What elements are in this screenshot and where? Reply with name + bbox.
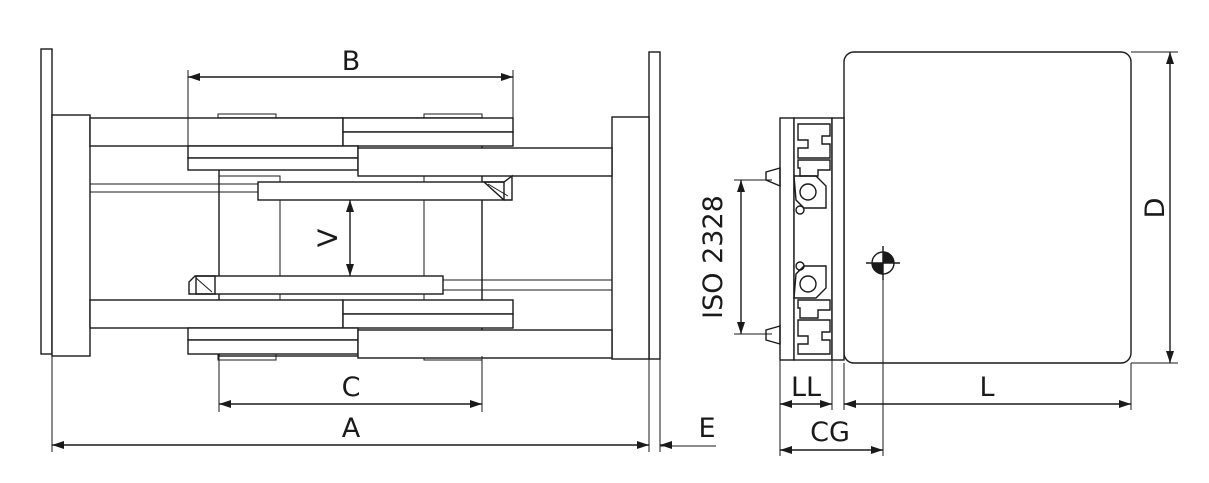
label-b: B	[342, 46, 361, 77]
side-view: D ISO 2328 LL L CG	[698, 51, 1178, 456]
upper-guide-bar	[257, 181, 505, 201]
left-end-plate	[40, 48, 53, 355]
label-d: D	[1140, 198, 1171, 219]
right-end-plate	[648, 51, 661, 360]
side-backplate	[779, 117, 795, 361]
upper-fork-arm	[89, 117, 344, 147]
label-l: L	[979, 372, 994, 403]
lower-hook-latch	[793, 265, 827, 299]
label-iso: ISO 2328	[698, 195, 729, 319]
upper-fork-blade	[357, 147, 613, 177]
label-c: C	[342, 372, 361, 403]
label-a: A	[342, 413, 361, 444]
right-housing-block	[611, 116, 650, 360]
front-view: B C A E V	[40, 46, 716, 452]
lower-guide-bar	[195, 275, 444, 295]
label-v: V	[313, 228, 344, 247]
lower-fork-arm	[89, 299, 344, 329]
load-box	[843, 51, 1132, 364]
left-housing-block	[51, 114, 91, 357]
upper-hook-latch	[793, 175, 827, 209]
label-e: E	[698, 413, 715, 444]
lower-fork-blade	[357, 329, 613, 359]
label-ll: LL	[791, 372, 821, 403]
label-cg: CG	[810, 417, 850, 448]
center-of-gravity-icon	[866, 246, 900, 280]
